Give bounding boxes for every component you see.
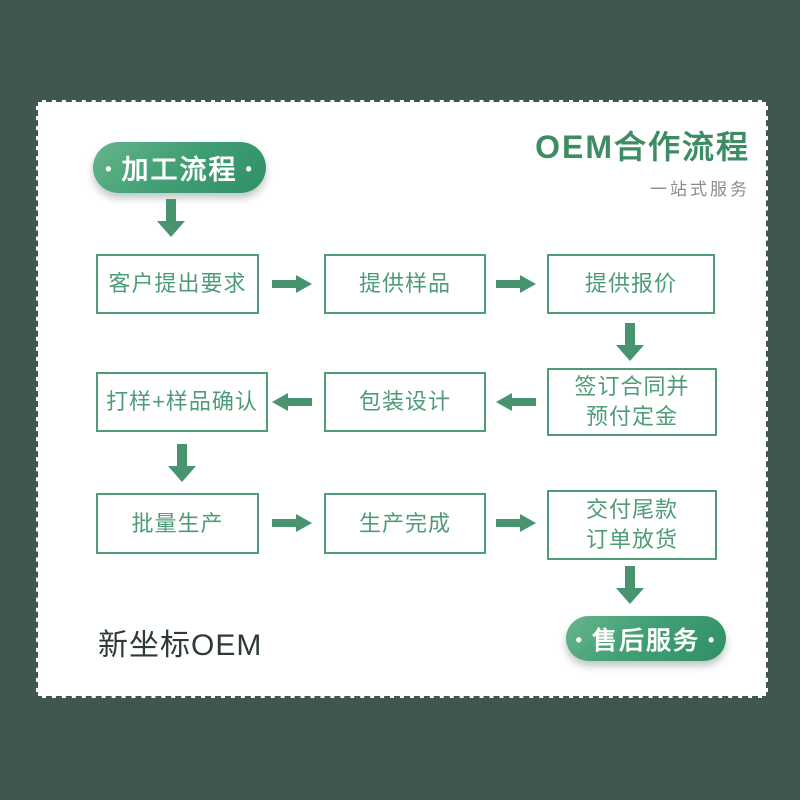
badge-dot-icon: • [105, 158, 114, 179]
batch-production-box: 批量生产 [96, 493, 259, 554]
arrow-right-icon [272, 275, 312, 293]
sampling-confirmation-box: 打样+样品确认 [96, 372, 268, 432]
provide-quote-label: 提供报价 [584, 271, 677, 297]
page-title: OEM合作流程 [535, 129, 750, 165]
production-complete-label: 生产完成 [358, 510, 451, 536]
deposit-line: 预付定金 [585, 404, 678, 429]
arrow-down-icon [168, 444, 196, 482]
arrow-right-icon [496, 514, 536, 532]
shipment-line: 订单放货 [585, 527, 678, 552]
final-payment-shipment-box: 交付尾款 订单放货 [547, 490, 717, 560]
production-complete-box: 生产完成 [324, 493, 486, 554]
badge-dot-icon: • [245, 158, 254, 179]
provide-quote-box: 提供报价 [547, 254, 715, 314]
sign-contract-line: 签订合同并 [574, 374, 690, 400]
processing-flow-badge-label: 加工流程 [121, 155, 238, 185]
provide-sample-box: 提供样品 [324, 254, 486, 314]
packaging-design-label: 包装设计 [358, 389, 451, 415]
badge-dot-icon: • [575, 629, 584, 650]
after-sales-badge: • 售后服务 • [566, 616, 726, 661]
after-sales-badge-label: 售后服务 [591, 626, 700, 655]
arrow-right-icon [272, 514, 312, 532]
batch-production-label: 批量生产 [131, 510, 224, 536]
arrow-left-icon [496, 393, 536, 411]
page-subtitle: 一站式服务 [650, 180, 750, 200]
sampling-confirmation-label: 打样+样品确认 [106, 389, 258, 415]
arrow-left-icon [272, 393, 312, 411]
customer-request-label: 客户提出要求 [108, 271, 247, 297]
arrow-down-icon [157, 199, 185, 237]
packaging-design-box: 包装设计 [324, 372, 486, 432]
customer-request-box: 客户提出要求 [96, 254, 259, 314]
arrow-down-icon [616, 566, 644, 604]
badge-dot-icon: • [708, 629, 717, 650]
processing-flow-badge: • 加工流程 • [93, 142, 266, 193]
sign-contract-deposit-box: 签订合同并 预付定金 [547, 368, 717, 436]
arrow-down-icon [616, 323, 644, 361]
brand-text: 新坐标OEM [98, 629, 263, 662]
final-payment-line: 交付尾款 [585, 497, 678, 523]
arrow-right-icon [496, 275, 536, 293]
flowchart-card: • 加工流程 • OEM合作流程 一站式服务 客户提出要求 提供样品 提供报价 [36, 100, 768, 698]
provide-sample-label: 提供样品 [358, 271, 451, 297]
header-title-block: OEM合作流程 一站式服务 [535, 129, 750, 200]
